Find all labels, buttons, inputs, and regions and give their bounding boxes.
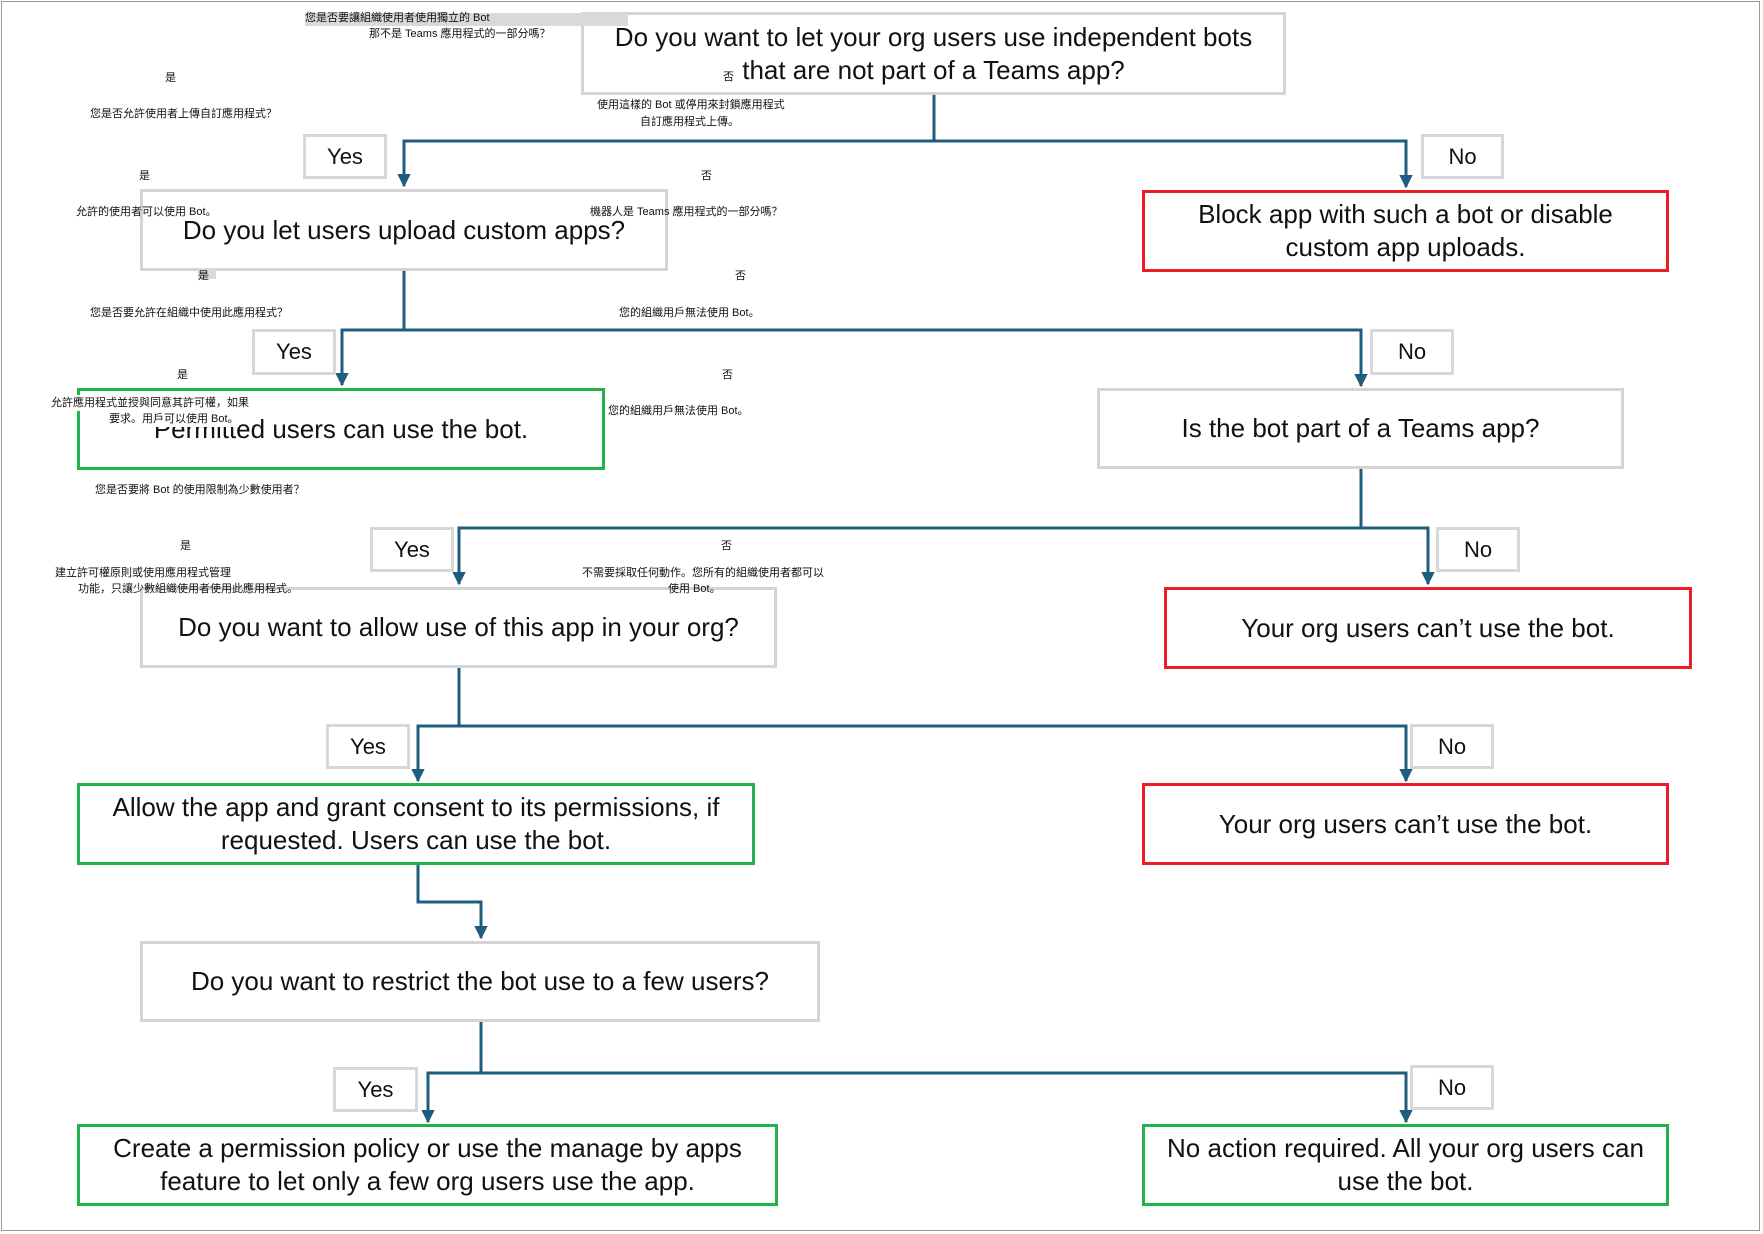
overlay-text: 您的組織用戶無法使用 Bot。 [619,307,760,319]
yes-label-1: Yes [303,134,387,179]
overlay-text: 不需要採取任何動作。您所有的組織使用者都可以 [582,567,824,579]
overlay-text: 使用 Bot。 [668,583,721,595]
overlay-text: 使用這樣的 Bot 或停用來封鎖應用程式 [597,99,785,111]
overlay-text: 您是否要讓組織使用者使用獨立的 Bot [305,12,490,24]
overlay-text: 允許應用程式並授與同意其許可權，如果 [51,395,249,411]
connector-q1-no [934,139,1413,189]
connector-q5-yes [421,1071,481,1124]
connector-q1-yes [397,139,934,188]
yes-label-5: Yes [333,1067,418,1112]
overlay-text: 否 [722,369,733,381]
overlay-highlight-1 [305,13,628,26]
overlay-text: 自訂應用程式上傳。 [640,116,739,128]
overlay-text: 您的組織用戶無法使用 Bot。 [608,405,749,417]
decision-restrict-bot: Do you want to restrict the bot use to a… [140,941,820,1022]
decision-independent-bots: Do you want to let your org users use in… [581,12,1286,95]
outcome-allow-app: Allow the app and grant consent to its p… [77,783,755,865]
overlay-text: 是 [180,540,191,552]
no-label-5: No [1410,1065,1494,1110]
overlay-text: 否 [701,170,712,182]
yes-label-2: Yes [252,329,336,375]
connector-q5-no [481,1071,1413,1124]
no-label-3: No [1436,527,1520,572]
overlay-text: 要求。用戶可以使用 Bot。 [109,411,239,427]
overlay-text: 您是否要將 Bot 的使用限制為少數使用者？ [95,484,305,496]
yes-label-3: Yes [370,527,454,572]
connector-q2-yes [335,328,404,387]
overlay-text: 您是否要允許在組織中使用此應用程式？ [90,307,288,319]
outcome-cant-use-bot-2: Your org users can’t use the bot. [1142,783,1669,865]
connector-q3-no [1361,526,1435,586]
outcome-block-app: Block app with such a bot or disable cus… [1142,190,1669,272]
overlay-text: 您是否允許使用者上傳自訂應用程式？ [90,108,277,120]
yes-label-4: Yes [326,724,410,769]
no-label-4: No [1410,724,1494,769]
no-label-1: No [1421,134,1504,179]
overlay-text: 否 [735,270,746,282]
overlay-text: 功能，只讓少數組織使用者使用此應用程式。 [78,583,298,595]
decision-allow-app: Do you want to allow use of this app in … [140,587,777,668]
connector-q2-no [404,328,1368,388]
overlay-text: 機器人是 Teams 應用程式的一部分嗎？ [590,206,783,218]
outcome-permission-policy: Create a permission policy or use the ma… [77,1124,778,1206]
overlay-highlight-2 [198,268,216,279]
connector-allow-to-q5 [416,865,488,940]
connector-q4-yes [411,724,459,783]
outcome-cant-use-bot-1: Your org users can’t use the bot. [1164,587,1692,669]
overlay-text: 是 [177,369,188,381]
connector-q4-no [459,724,1413,783]
outcome-no-action: No action required. All your org users c… [1142,1124,1669,1206]
overlay-text: 允許的使用者可以使用 Bot。 [76,206,217,218]
overlay-text: 是 [165,72,176,84]
overlay-text: 否 [723,71,734,83]
no-label-2: No [1370,329,1454,375]
decision-teams-app: Is the bot part of a Teams app? [1097,388,1624,469]
overlay-text: 建立許可權原則或使用應用程式管理 [55,567,231,579]
overlay-text: 那不是 Teams 應用程式的一部分嗎？ [369,28,551,40]
overlay-text: 是 [198,270,209,282]
overlay-text: 否 [721,540,732,552]
overlay-text: 是 [139,170,150,182]
decision-custom-apps: Do you let users upload custom apps? [140,189,668,271]
connector-q3-yes [452,526,1361,586]
